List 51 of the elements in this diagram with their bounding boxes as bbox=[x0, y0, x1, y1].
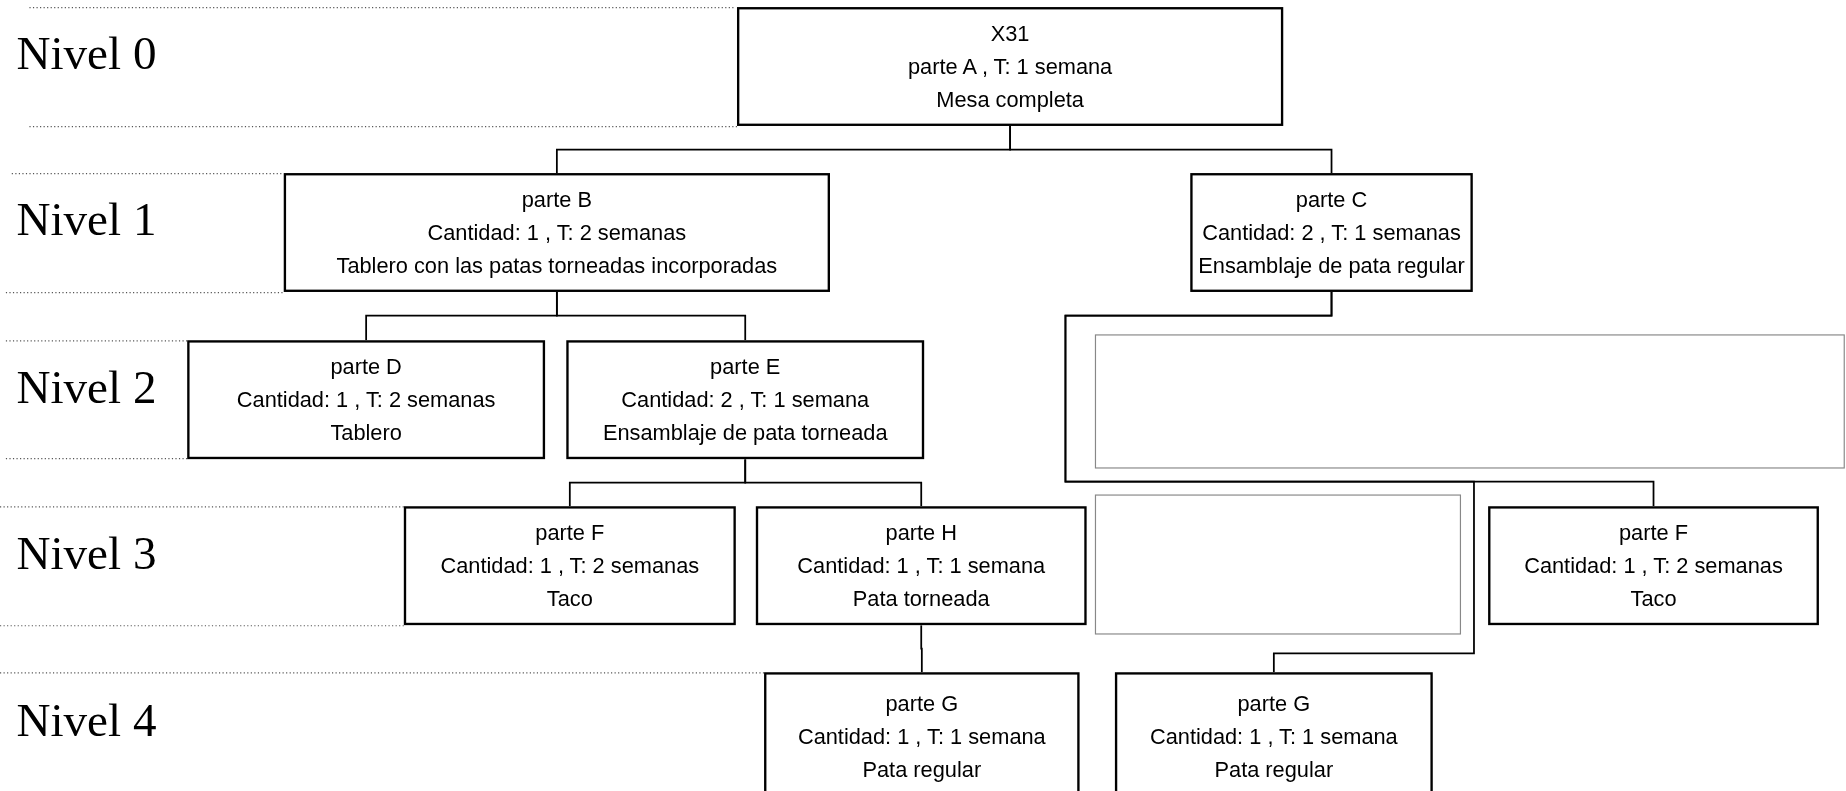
part-code: parte E bbox=[710, 352, 781, 381]
level-label: Nivel 4 bbox=[16, 692, 157, 748]
part-description: Tablero bbox=[330, 418, 402, 447]
connector-line bbox=[1009, 125, 1333, 174]
part-code: parte H bbox=[885, 518, 957, 547]
part-description: Taco bbox=[546, 584, 593, 613]
part-quantity-time: Cantidad: 2 , T: 1 semanas bbox=[1202, 218, 1461, 247]
part-box bbox=[283, 173, 830, 292]
part-description: Ensamblaje de pata torneada bbox=[602, 418, 888, 447]
connector-line bbox=[555, 291, 747, 342]
part-description: Mesa completa bbox=[936, 85, 1084, 114]
part-description: Pata regular bbox=[862, 756, 982, 784]
part-box bbox=[566, 340, 925, 460]
part-box bbox=[1114, 672, 1433, 791]
part-code: parte F bbox=[1619, 518, 1688, 547]
part-description: Ensamblaje de pata regular bbox=[1198, 251, 1465, 280]
part-code: parte B bbox=[521, 185, 592, 214]
part-box bbox=[1488, 506, 1819, 626]
part-quantity-time: Cantidad: 2 , T: 1 semana bbox=[621, 385, 870, 414]
part-quantity-time: Cantidad: 1 , T: 1 semana bbox=[797, 723, 1046, 751]
connector-line bbox=[1064, 291, 1655, 508]
connector-line bbox=[744, 458, 923, 508]
part-box bbox=[737, 7, 1284, 126]
level-label: Nivel 1 bbox=[16, 192, 157, 248]
level-label: Nivel 3 bbox=[16, 525, 157, 581]
part-description: Tablero con las patas torneadas incorporadas bbox=[336, 251, 778, 280]
part-quantity-time: parte A , T: 1 semana bbox=[908, 52, 1113, 81]
part-quantity-time: Cantidad: 1 , T: 2 semanas bbox=[1524, 551, 1783, 580]
part-quantity-time: Cantidad: 1 , T: 1 semana bbox=[1149, 723, 1398, 751]
part-box bbox=[403, 506, 736, 626]
part-description: Pata regular bbox=[1214, 756, 1334, 784]
part-box bbox=[187, 340, 546, 460]
part-quantity-time: Cantidad: 1 , T: 2 semanas bbox=[427, 218, 687, 247]
connector-line bbox=[920, 624, 923, 674]
part-quantity-time: Cantidad: 1 , T: 1 semana bbox=[797, 551, 1046, 580]
part-code: parte G bbox=[885, 690, 959, 718]
part-code: parte F bbox=[535, 518, 605, 547]
part-code: X31 bbox=[990, 19, 1030, 48]
part-description: Taco bbox=[1630, 584, 1677, 613]
part-quantity-time: Cantidad: 1 , T: 2 semanas bbox=[440, 551, 700, 580]
part-code: parte D bbox=[330, 352, 402, 381]
part-code: parte C bbox=[1295, 185, 1368, 214]
part-quantity-time: Cantidad: 1 , T: 2 semanas bbox=[236, 385, 496, 414]
part-code: parte G bbox=[1237, 690, 1311, 718]
part-box bbox=[755, 506, 1087, 626]
part-box bbox=[1190, 173, 1473, 292]
empty-box bbox=[1094, 494, 1462, 635]
part-description: Pata torneada bbox=[852, 584, 990, 613]
level-label: Nivel 2 bbox=[16, 359, 157, 415]
level-label: Nivel 0 bbox=[16, 26, 157, 82]
part-box bbox=[764, 672, 1080, 791]
